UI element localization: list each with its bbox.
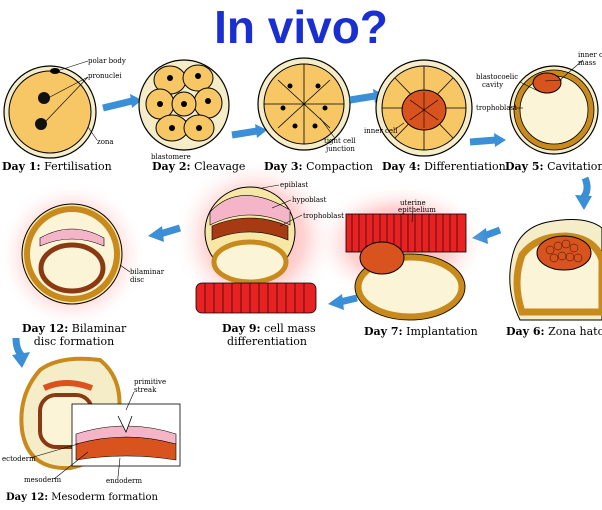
stage-day12-mesoderm — [21, 359, 180, 479]
label-mesoderm: mesoderm — [24, 476, 62, 484]
label-bilaminar-2: disc — [130, 276, 144, 284]
caption-day4: Day 4: Differentiation — [382, 160, 506, 173]
label-inner-cell-mass-1: inner ce — [578, 51, 602, 59]
label-trophoblast-2: trophoblast — [303, 212, 344, 220]
caption-day1: Day 1: Fertilisation — [2, 160, 112, 173]
arrow-4 — [470, 140, 496, 142]
arrow-2 — [232, 131, 257, 135]
label-inner-cell: inner cell — [364, 127, 398, 135]
label-junction: junction — [325, 145, 355, 153]
label-epiblast: epiblast — [280, 181, 308, 189]
label-inner-cell-mass-2: mass — [578, 59, 596, 67]
label-endoderm: endoderm — [106, 477, 142, 485]
polar-body — [50, 68, 60, 74]
stage-day9-cell-mass-differentiation — [173, 158, 337, 318]
label-polar-body: polar body — [88, 57, 126, 65]
label-uterine-2: epithelium — [398, 206, 436, 214]
label-trophoblast: trophoblast — [476, 104, 517, 112]
arrow-5 — [583, 178, 587, 198]
arrow-1 — [103, 101, 132, 108]
caption-day5: Day 5: Cavitation — [505, 160, 602, 173]
stage-day1-fertilisation — [4, 61, 97, 158]
label-primitive-1: primitive — [134, 378, 166, 386]
label-pronuclei: pronuclei — [88, 72, 122, 80]
label-primitive-2: streak — [134, 386, 157, 394]
stage-day12-bilaminar-disc — [0, 181, 146, 329]
stage-day5-cavitation — [510, 60, 598, 154]
stage-day6-zona-hatching — [510, 220, 602, 320]
arrow-3 — [350, 96, 375, 100]
label-blastocoelic-2: cavity — [482, 81, 503, 89]
label-ectoderm: ectoderm — [2, 455, 36, 463]
label-tight-cell: tight cell — [324, 137, 356, 145]
label-zona: zona — [97, 138, 114, 146]
caption-day6: Day 6: Zona hatching — [506, 325, 602, 338]
stage-day2-cleavage — [139, 60, 229, 150]
label-bilaminar-1: bilaminar — [130, 268, 165, 276]
caption-day2: Day 2: Cleavage — [152, 160, 245, 173]
caption-day3: Day 3: Compaction — [264, 160, 373, 173]
caption-day12-mesoderm: Day 12: Mesoderm formation — [6, 492, 158, 503]
stage-day4-differentiation — [376, 60, 472, 156]
label-blastocoelic-1: blastocoelic — [476, 73, 518, 81]
label-hypoblast: hypoblast — [292, 196, 327, 204]
caption-day7: Day 7: Implantation — [364, 325, 478, 338]
